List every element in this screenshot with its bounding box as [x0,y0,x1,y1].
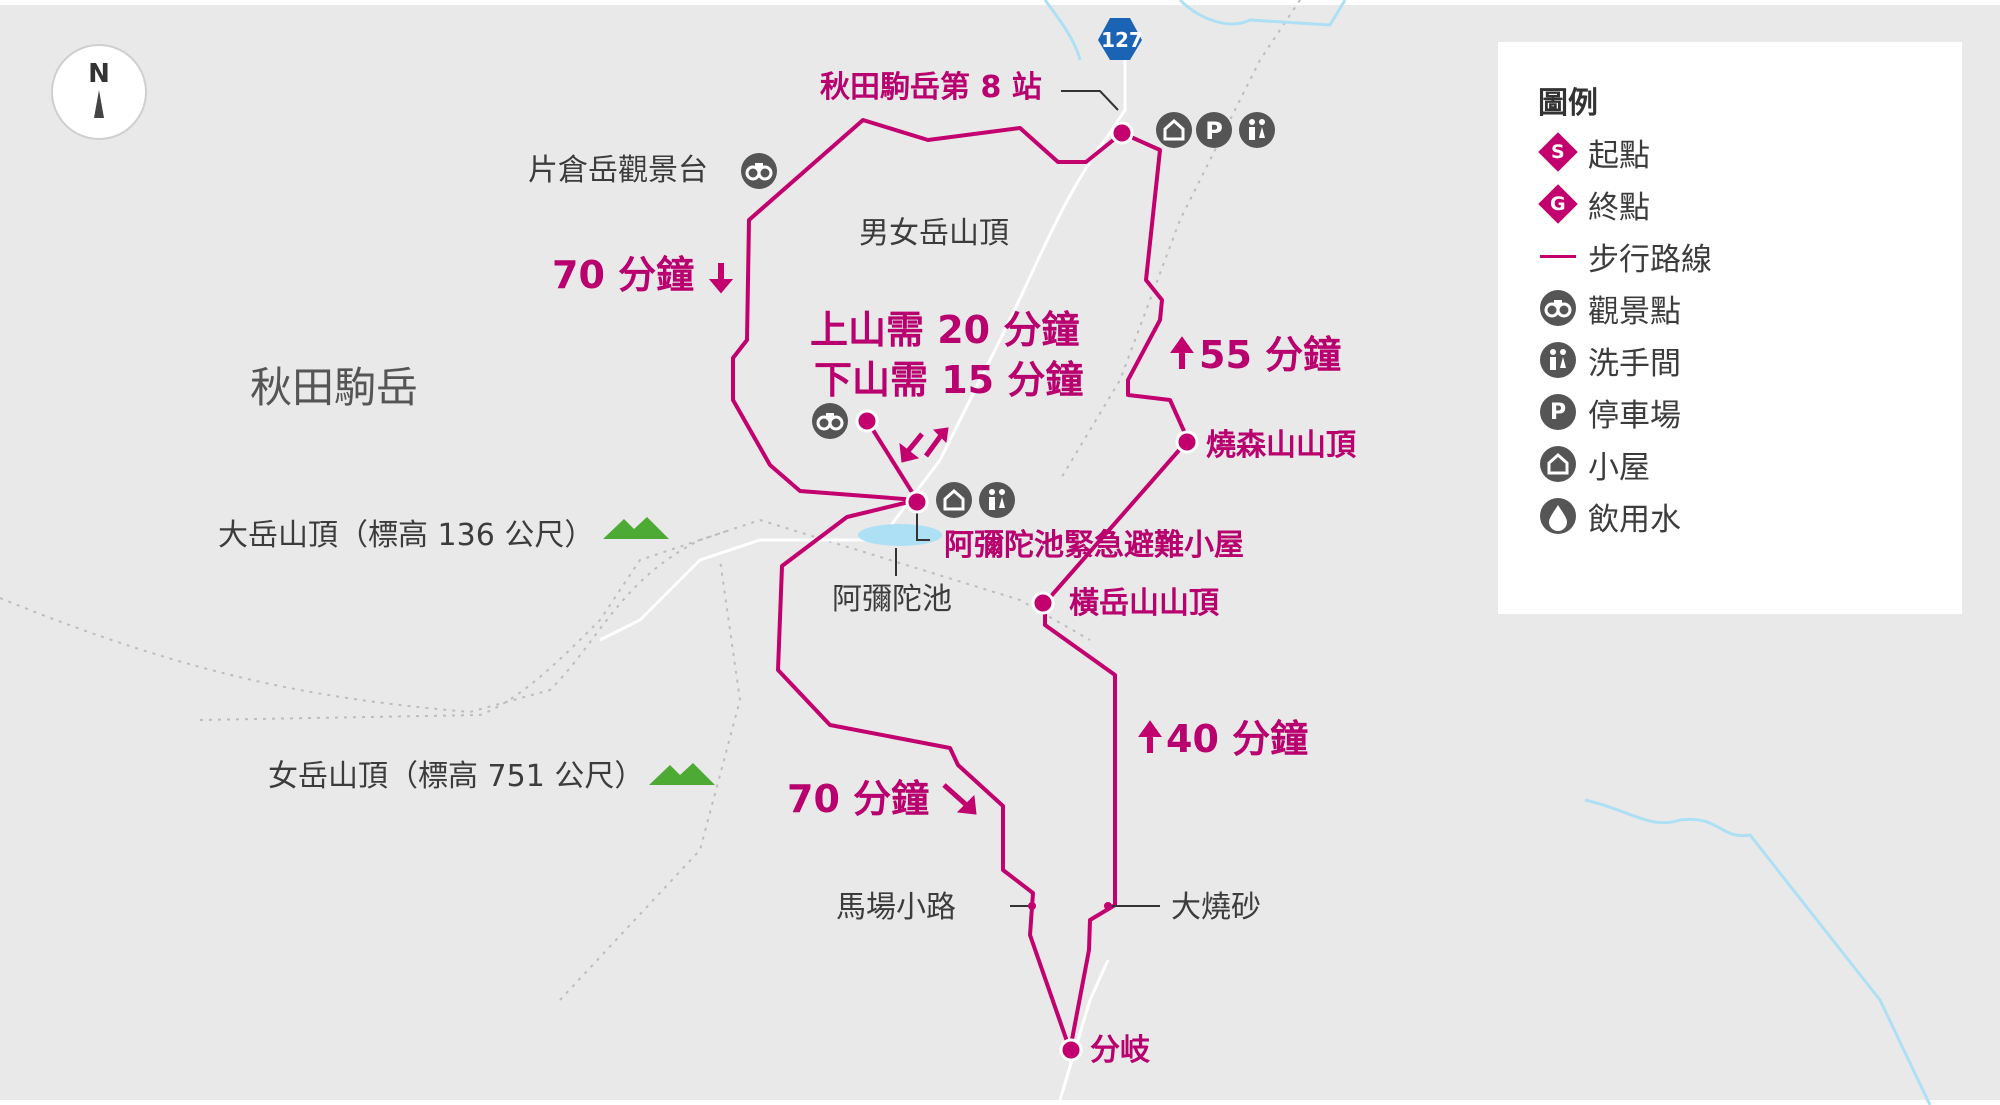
route-line-icon [1540,254,1576,258]
binoculars-icon [1540,290,1576,326]
time-up: 上山需 20 分鐘 [810,308,1079,352]
pond-label: 阿彌陀池 [832,582,952,617]
parking-icon: P [1540,394,1576,430]
legend-item-hut: 小屋 [1538,442,1650,486]
toilet-icon [979,482,1015,518]
baba-label: 馬場小路 [836,890,956,925]
svg-text:127: 127 [1101,28,1143,52]
time-left-down: 70 分鐘 [552,253,694,297]
toilet-icon [1540,342,1576,378]
start-icon: S [1538,132,1578,172]
legend-panel: 圖例 S 起點 G 終點 步行路線 觀景點 洗手間 P 停車場 小屋 飲用水 [1498,42,1962,614]
legend-item-start: S 起點 [1538,130,1650,174]
legend-item-route: 步行路線 [1538,234,1712,278]
katakura-label: 片倉岳觀景台 [528,153,708,188]
station-label: 秋田駒岳第 8 站 [820,70,1042,105]
toilet-icon [1239,112,1275,148]
road-lines [599,30,1127,1101]
parking-icon [1196,112,1232,148]
arrow-down-icon [708,263,734,294]
binoculars-icon [739,151,779,191]
legend-item-parking: P 停車場 [1538,390,1681,434]
time-right-up-2: 40 分鐘 [1166,717,1308,761]
time-left-down-2: 70 分鐘 [787,777,929,821]
arrow-up-icon [1170,336,1194,369]
arrow-down-right-icon [942,783,977,815]
legend-item-viewpoint: 觀景點 [1538,286,1681,330]
odake-label: 大岳山頂（標高 136 公尺） [218,518,594,553]
boundary-lines [0,0,1301,1001]
arrow-up-right-icon [923,427,949,458]
hut-icon [1154,110,1194,150]
route-points [855,121,1199,1062]
time-down: 下山需 15 分鐘 [814,358,1083,402]
arrow-down-left-icon [899,432,924,463]
hut-icon [1540,446,1576,482]
water-icon [1540,498,1576,534]
yokodake-label: 橫岳山山頂 [1069,586,1220,621]
amida-pond [858,524,942,546]
rivers [1043,0,1932,1105]
legend-title: 圖例 [1538,86,1598,121]
yakemori-label: 燒森山山頂 [1206,428,1357,463]
time-right-up: 55 分鐘 [1199,333,1341,377]
bunki-label: 分岐 [1090,1033,1150,1068]
legend-item-toilet: 洗手間 [1538,338,1681,382]
direction-arrows [708,263,1194,815]
map-title: 秋田駒岳 [250,363,418,412]
compass-letter: N [88,59,110,89]
oyakesuna-label: 大燒砂 [1171,890,1261,925]
hut-icon [934,480,974,520]
road-sign-127: 127 [1098,18,1143,60]
hut-label: 阿彌陀池緊急避難小屋 [944,528,1244,563]
legend-item-water: 飲用水 [1538,494,1681,538]
legend-item-goal: G 終點 [1538,182,1650,226]
goal-icon: G [1538,184,1578,224]
binoculars-icon [810,401,850,441]
walking-route [731,118,1190,1051]
compass: N [51,44,147,140]
arrow-up-icon [1138,720,1162,753]
danjo-label: 男女岳山頂 [859,216,1009,251]
medake-label: 女岳山頂（標高 751 公尺） [268,759,644,794]
